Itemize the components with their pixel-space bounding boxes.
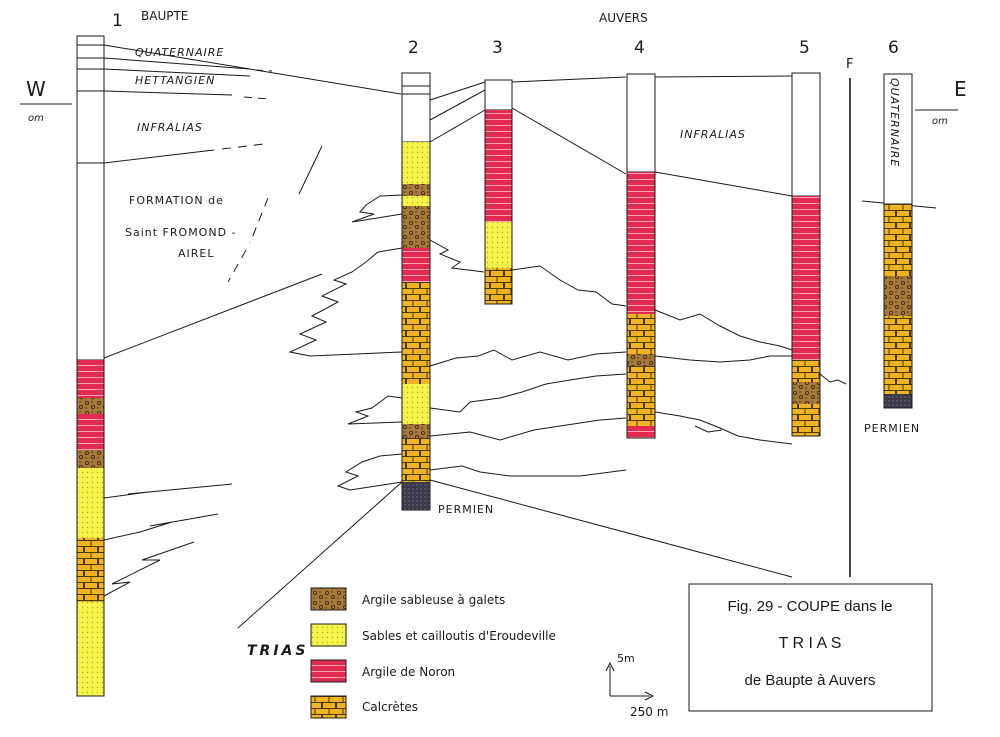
legend-label-argile-galets: Argile sableuse à galets	[362, 593, 505, 607]
well-number-1: 1	[112, 11, 123, 31]
label-quaternaire-vertical: QUATERNAIRE	[888, 78, 901, 167]
legend-swatch-sables	[310, 623, 347, 647]
legend-label-sables: Sables et cailloutis d'Eroudeville	[362, 629, 556, 643]
well-number-6: 6	[888, 38, 899, 58]
scale-horizontal: 250 m	[630, 705, 668, 719]
correlation-lines	[20, 44, 958, 629]
well-number-4: 4	[634, 38, 645, 58]
figure-caption: Fig. 29 - COUPE dans le T R I A S de Bau…	[688, 583, 933, 712]
layer-argile-galets	[77, 398, 104, 414]
well-number-5: 5	[799, 38, 810, 58]
label-saint-fromond: FORMATION de Saint FROMOND - AIREL	[125, 194, 237, 260]
datum-right: om	[932, 116, 948, 127]
layer-calcretes	[77, 538, 104, 602]
borehole-1	[76, 35, 105, 697]
fault-label: F	[846, 57, 853, 72]
caption-line-2: T R I A S	[779, 635, 842, 652]
label-trias: TRIAS	[247, 643, 308, 659]
legend-label-argile-noron: Argile de Noron	[362, 665, 455, 679]
svg-text:FORMATION de: FORMATION de	[129, 194, 224, 207]
borehole-2	[401, 72, 431, 511]
fault-line: F	[846, 57, 853, 577]
borehole-6	[883, 73, 913, 409]
label-hettangien: HETTANGIEN	[135, 74, 215, 87]
direction-west: W	[26, 77, 46, 101]
label-infralias-east: INFRALIAS	[680, 128, 746, 141]
scale-vertical: 5m	[617, 652, 635, 665]
legend-swatch-argile-noron	[310, 659, 347, 683]
well-number-3: 3	[492, 38, 503, 58]
direction-east: E	[954, 77, 967, 101]
well-number-2: 2	[408, 38, 419, 58]
borehole-4	[626, 73, 656, 439]
svg-text:Saint FROMOND -: Saint FROMOND -	[125, 226, 237, 239]
borehole-3	[484, 79, 513, 305]
legend: Argile sableuse à galets Sables et caill…	[310, 587, 556, 719]
facies-correlation-lenses	[103, 194, 847, 597]
layer-sables	[77, 512, 104, 538]
layer-sables	[77, 468, 104, 512]
label-infralias: INFRALIAS	[137, 121, 203, 134]
legend-swatch-calcretes	[310, 695, 347, 719]
well-numbers: 1 2 3 4 5 6	[112, 11, 899, 58]
svg-text:AIREL: AIREL	[178, 247, 215, 260]
datum-left: om	[28, 113, 44, 124]
layer-argile-noron	[77, 360, 104, 398]
layer-argile-noron	[77, 414, 104, 450]
scale-bar: 5m 250 m	[605, 652, 668, 719]
legend-label-calcretes: Calcrètes	[362, 700, 418, 714]
label-permien-center: PERMIEN	[438, 503, 494, 516]
caption-line-1: Fig. 29 - COUPE dans le	[727, 598, 892, 615]
layer-sables	[77, 602, 104, 696]
borehole-5	[791, 72, 821, 437]
legend-swatch-argile-galets	[310, 587, 347, 611]
label-quaternaire: QUATERNAIRE	[135, 46, 224, 59]
caption-line-3: de Baupte à Auvers	[745, 672, 876, 689]
locality-east: AUVERS	[599, 11, 648, 25]
locality-west: BAUPTE	[141, 9, 188, 23]
label-permien-right: PERMIEN	[864, 422, 920, 435]
layer-argile-galets	[77, 450, 104, 468]
